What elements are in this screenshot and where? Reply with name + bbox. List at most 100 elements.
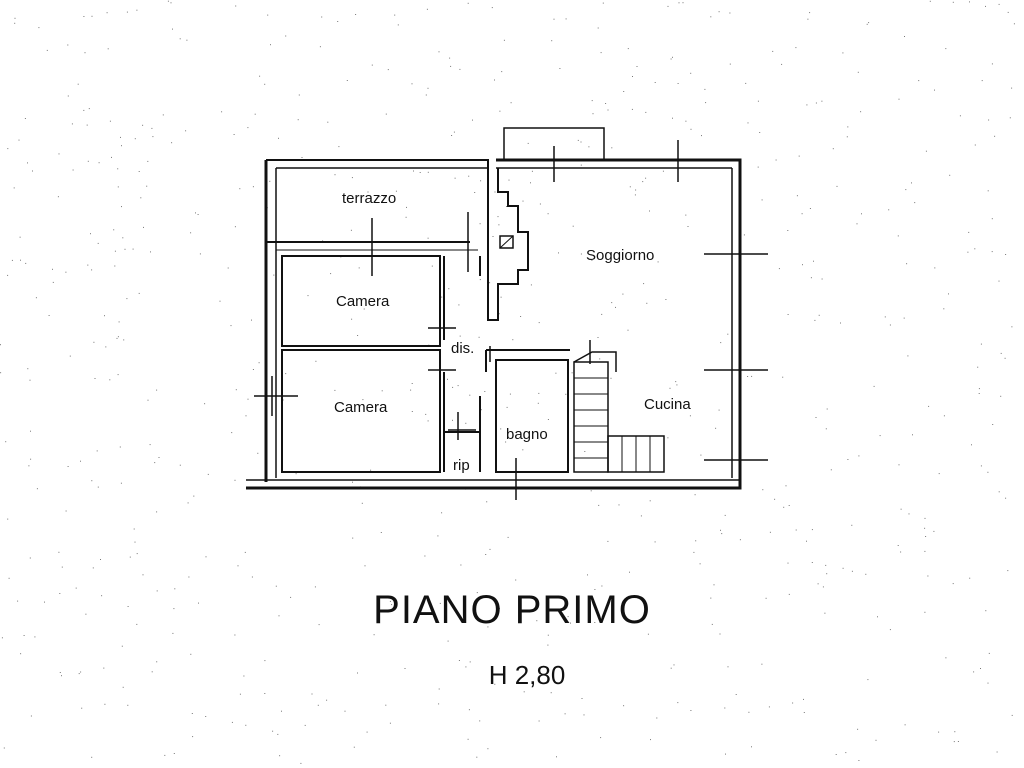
speckle bbox=[857, 728, 859, 730]
speckle bbox=[147, 160, 149, 162]
speckle bbox=[510, 102, 512, 104]
speckle bbox=[140, 197, 142, 199]
speckle bbox=[251, 319, 252, 321]
label-rip: rip bbox=[453, 457, 470, 474]
speckle bbox=[727, 666, 729, 668]
speckle bbox=[718, 11, 720, 13]
speckle bbox=[479, 223, 481, 225]
speckle bbox=[672, 56, 673, 58]
speckle bbox=[254, 113, 256, 115]
speckle bbox=[583, 714, 585, 716]
speckle bbox=[219, 300, 221, 302]
speckle bbox=[509, 393, 511, 395]
speckle bbox=[943, 308, 945, 310]
speckle bbox=[856, 223, 858, 225]
speckle bbox=[974, 248, 976, 250]
speckle bbox=[904, 36, 905, 37]
speckle bbox=[851, 524, 853, 526]
speckle bbox=[580, 164, 582, 166]
speckle bbox=[117, 168, 119, 170]
speckle bbox=[748, 711, 750, 713]
speckle bbox=[96, 450, 98, 452]
speckle bbox=[889, 324, 891, 326]
speckle bbox=[105, 346, 107, 348]
speckle bbox=[998, 3, 1000, 5]
speckle bbox=[150, 251, 151, 253]
speckle bbox=[122, 686, 124, 688]
speckle bbox=[156, 389, 158, 391]
speckle bbox=[437, 535, 439, 537]
speckle bbox=[94, 378, 96, 379]
speckle bbox=[538, 322, 540, 324]
speckle bbox=[858, 760, 860, 761]
speckle bbox=[672, 117, 673, 119]
speckle bbox=[75, 587, 77, 589]
speckle bbox=[897, 235, 899, 237]
speckle bbox=[459, 68, 461, 70]
speckle bbox=[918, 80, 920, 82]
speckle bbox=[244, 551, 246, 553]
speckle bbox=[806, 540, 807, 542]
speckle bbox=[507, 536, 509, 538]
speckle bbox=[480, 180, 482, 182]
speckle bbox=[28, 465, 30, 467]
speckle bbox=[192, 736, 194, 738]
speckle bbox=[811, 529, 813, 531]
speckle bbox=[275, 585, 277, 587]
speckle bbox=[650, 739, 651, 741]
speckle bbox=[851, 570, 853, 572]
speckle bbox=[136, 9, 138, 11]
speckle bbox=[77, 83, 79, 85]
speckle bbox=[119, 446, 121, 448]
speckle bbox=[866, 23, 868, 25]
speckle bbox=[314, 586, 316, 588]
speckle bbox=[355, 14, 357, 15]
speckle bbox=[447, 378, 448, 380]
speckle bbox=[207, 473, 209, 475]
speckle bbox=[508, 179, 510, 181]
speckle bbox=[530, 284, 532, 286]
speckle bbox=[690, 128, 692, 130]
door-window-ticks bbox=[254, 140, 768, 500]
speckle bbox=[14, 17, 16, 19]
speckle bbox=[127, 704, 129, 706]
speckle bbox=[665, 299, 667, 300]
speckle bbox=[774, 498, 776, 500]
speckle bbox=[322, 240, 324, 242]
speckle bbox=[1, 637, 3, 639]
speckle bbox=[877, 616, 878, 618]
speckle bbox=[700, 454, 702, 456]
speckle bbox=[757, 100, 759, 102]
speckle bbox=[162, 114, 164, 116]
speckle bbox=[822, 586, 824, 588]
speckle bbox=[476, 592, 478, 594]
speckle bbox=[629, 571, 630, 573]
speckle bbox=[888, 209, 890, 211]
speckle bbox=[48, 315, 50, 316]
speckle bbox=[631, 108, 633, 110]
speckle bbox=[588, 146, 590, 148]
speckle bbox=[191, 713, 193, 714]
speckle bbox=[527, 142, 529, 144]
speckle bbox=[802, 264, 803, 266]
speckle bbox=[564, 713, 566, 715]
speckle bbox=[1007, 11, 1009, 13]
speckle bbox=[959, 115, 961, 117]
speckle bbox=[772, 50, 774, 52]
speckle bbox=[35, 297, 37, 299]
speckle bbox=[379, 196, 381, 198]
speckle bbox=[285, 373, 287, 375]
speckle bbox=[71, 123, 73, 125]
label-dis: dis. bbox=[451, 340, 474, 357]
speckle bbox=[172, 632, 174, 634]
speckle bbox=[938, 473, 940, 475]
speckle bbox=[389, 600, 391, 602]
speckle bbox=[460, 564, 462, 566]
speckle bbox=[450, 65, 452, 67]
speckle bbox=[93, 341, 95, 343]
speckle bbox=[7, 148, 9, 150]
speckle bbox=[59, 593, 61, 594]
speckle bbox=[38, 27, 40, 29]
speckle bbox=[815, 417, 817, 418]
speckle bbox=[506, 206, 507, 207]
